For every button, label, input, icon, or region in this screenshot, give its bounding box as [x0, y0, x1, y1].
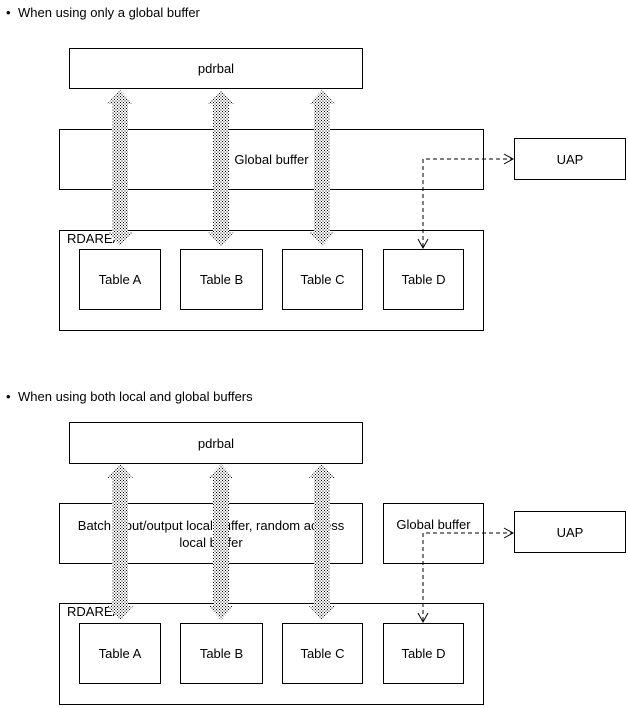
- s2-uap-box: UAP: [514, 511, 626, 553]
- s2-table-c-label: Table C: [300, 646, 345, 661]
- s1-uap-box: UAP: [514, 138, 626, 180]
- s2-table-b: Table B: [180, 623, 263, 684]
- s2-pdrbal-label: pdrbal: [197, 435, 235, 451]
- bullet-icon: •: [6, 5, 11, 20]
- s1-uap-label: UAP: [556, 151, 584, 167]
- s1-table-c: Table C: [282, 249, 363, 310]
- section2-heading-text: When using both local and global buffers: [18, 389, 253, 404]
- s2-uap-arrowhead: [503, 527, 515, 539]
- s1-table-d: Table D: [383, 249, 464, 310]
- s2-global-buffer-label: Global buffer: [396, 517, 471, 532]
- s2-table-c: Table C: [282, 623, 363, 684]
- s2-table-b-label: Table B: [199, 646, 244, 661]
- s1-table-c-label: Table C: [300, 272, 345, 287]
- s2-table-d-label: Table D: [401, 646, 446, 661]
- s2-uap-label: UAP: [556, 524, 584, 540]
- bullet-icon: •: [6, 389, 11, 404]
- s1-table-a-label: Table A: [98, 272, 142, 287]
- s2-pdrbal-box: pdrbal: [69, 422, 363, 464]
- s1-table-d-label: Table D: [401, 272, 446, 287]
- section1-heading: • When using only a global buffer: [6, 5, 200, 20]
- s2-rdarea-label: RDAREA: [67, 604, 122, 619]
- s1-pdrbal-label: pdrbal: [197, 61, 235, 76]
- s1-global-buffer-label: Global buffer: [234, 152, 309, 167]
- section2-heading: • When using both local and global buffer…: [6, 389, 253, 404]
- s2-local-buffer-box: Batch input/output local buffer, random …: [59, 503, 363, 564]
- s1-table-a: Table A: [79, 249, 161, 310]
- s1-pdrbal-box: pdrbal: [69, 48, 363, 89]
- section1-heading-text: When using only a global buffer: [18, 5, 200, 20]
- s1-rdarea-label: RDAREA: [67, 231, 122, 246]
- s2-local-buffer-label: Batch input/output local buffer, random …: [77, 518, 345, 550]
- s1-table-b-label: Table B: [199, 272, 244, 287]
- s2-table-d: Table D: [383, 623, 464, 684]
- s2-table-a: Table A: [79, 623, 161, 684]
- s1-uap-arrowhead: [503, 153, 515, 165]
- s1-table-b: Table B: [180, 249, 263, 310]
- s1-global-buffer-box: Global buffer: [59, 129, 484, 190]
- s2-table-a-label: Table A: [98, 646, 142, 661]
- s2-global-buffer-box: Global buffer: [383, 503, 484, 564]
